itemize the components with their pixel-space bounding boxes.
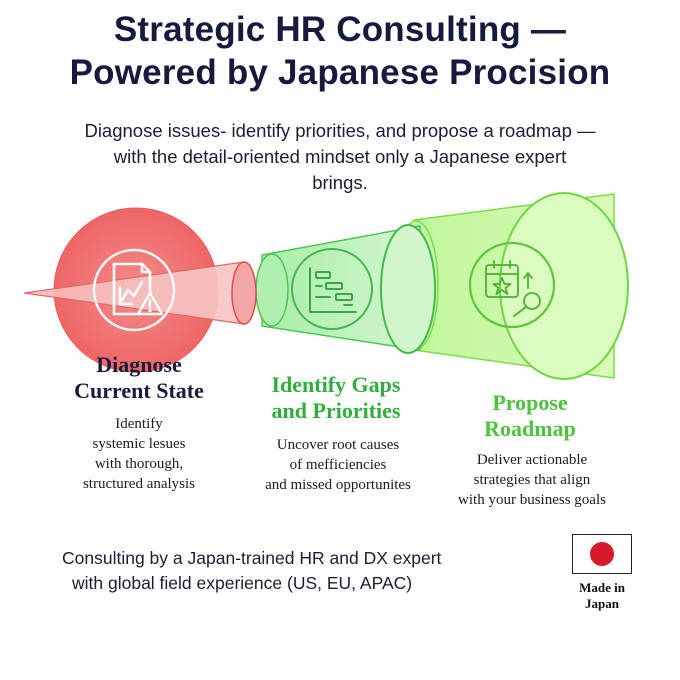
step-diagnose-title: Diagnose Current State <box>44 352 234 404</box>
step-diagnose-desc-line-3: with thorough, <box>94 456 184 472</box>
step-roadmap-desc-line-1: Deliver actionable <box>476 452 588 468</box>
footer-line-1: Consulting by a Japan-trained HR and DX … <box>62 548 442 568</box>
subtitle-line-1: Diagnose issues- identify priorities, an… <box>84 120 596 141</box>
step-diagnose-desc-line-2: systemic lesues <box>92 436 186 452</box>
title-line-1: Strategic HR Consulting — <box>113 10 567 49</box>
step-gaps-title-line-1: Identify Gaps <box>271 372 401 397</box>
step-gaps-desc-line-1: Uncover root causes <box>276 437 400 453</box>
made-in-japan-badge: Made in Japan <box>562 580 642 612</box>
page-subtitle: Diagnose issues- identify priorities, an… <box>40 118 640 196</box>
gantt-chart-icon <box>291 248 373 330</box>
calendar-star-target-icon <box>468 241 556 329</box>
badge-line-2: Japan <box>585 596 619 611</box>
step-roadmap-desc-line-2: strategies that align <box>473 472 591 488</box>
step-diagnose-desc-line-4: structured analysis <box>82 476 196 492</box>
page-title: Strategic HR Consulting — Powered by Jap… <box>0 8 680 94</box>
step-roadmap-title-line-2: Roadmap <box>484 416 576 441</box>
flag-sun-disc <box>590 542 614 566</box>
step-diagnose-title-line-2: Current State <box>74 378 204 403</box>
subtitle-line-3: brings. <box>312 172 368 193</box>
gaps-funnel <box>255 224 436 354</box>
japan-flag-icon <box>572 534 632 574</box>
document-warning-icon <box>92 248 176 332</box>
step-gaps-desc-line-2: of mefficiencies <box>289 457 387 473</box>
step-roadmap-title: Propose Roadmap <box>440 390 620 442</box>
step-roadmap-description: Deliver actionable strategies that align… <box>434 450 630 510</box>
step-roadmap-desc-line-3: with your business goals <box>458 492 606 508</box>
diagnose-stage <box>23 207 257 373</box>
footer-statement: Consulting by a Japan-trained HR and DX … <box>62 546 562 596</box>
step-gaps-title-line-2: and Priorities <box>271 398 401 423</box>
step-roadmap-title-line-1: Propose <box>492 390 568 415</box>
title-line-2: Powered by Japanese Procision <box>69 53 611 92</box>
subtitle-line-2: with the detail-oriented mindset only a … <box>113 146 567 167</box>
footer-line-2: with global field experience (US, EU, AP… <box>72 573 413 593</box>
badge-line-1: Made in <box>579 580 625 595</box>
step-diagnose-title-line-1: Diagnose <box>96 352 182 377</box>
step-gaps-title: Identify Gaps and Priorities <box>236 372 436 424</box>
step-gaps-desc-line-3: and missed opportunites <box>265 477 411 493</box>
step-diagnose-desc-line-1: Identify <box>115 416 163 432</box>
step-gaps-description: Uncover root causes of mefficiencies and… <box>236 435 440 495</box>
step-diagnose-description: Identify systemic lesues with thorough, … <box>44 414 234 494</box>
